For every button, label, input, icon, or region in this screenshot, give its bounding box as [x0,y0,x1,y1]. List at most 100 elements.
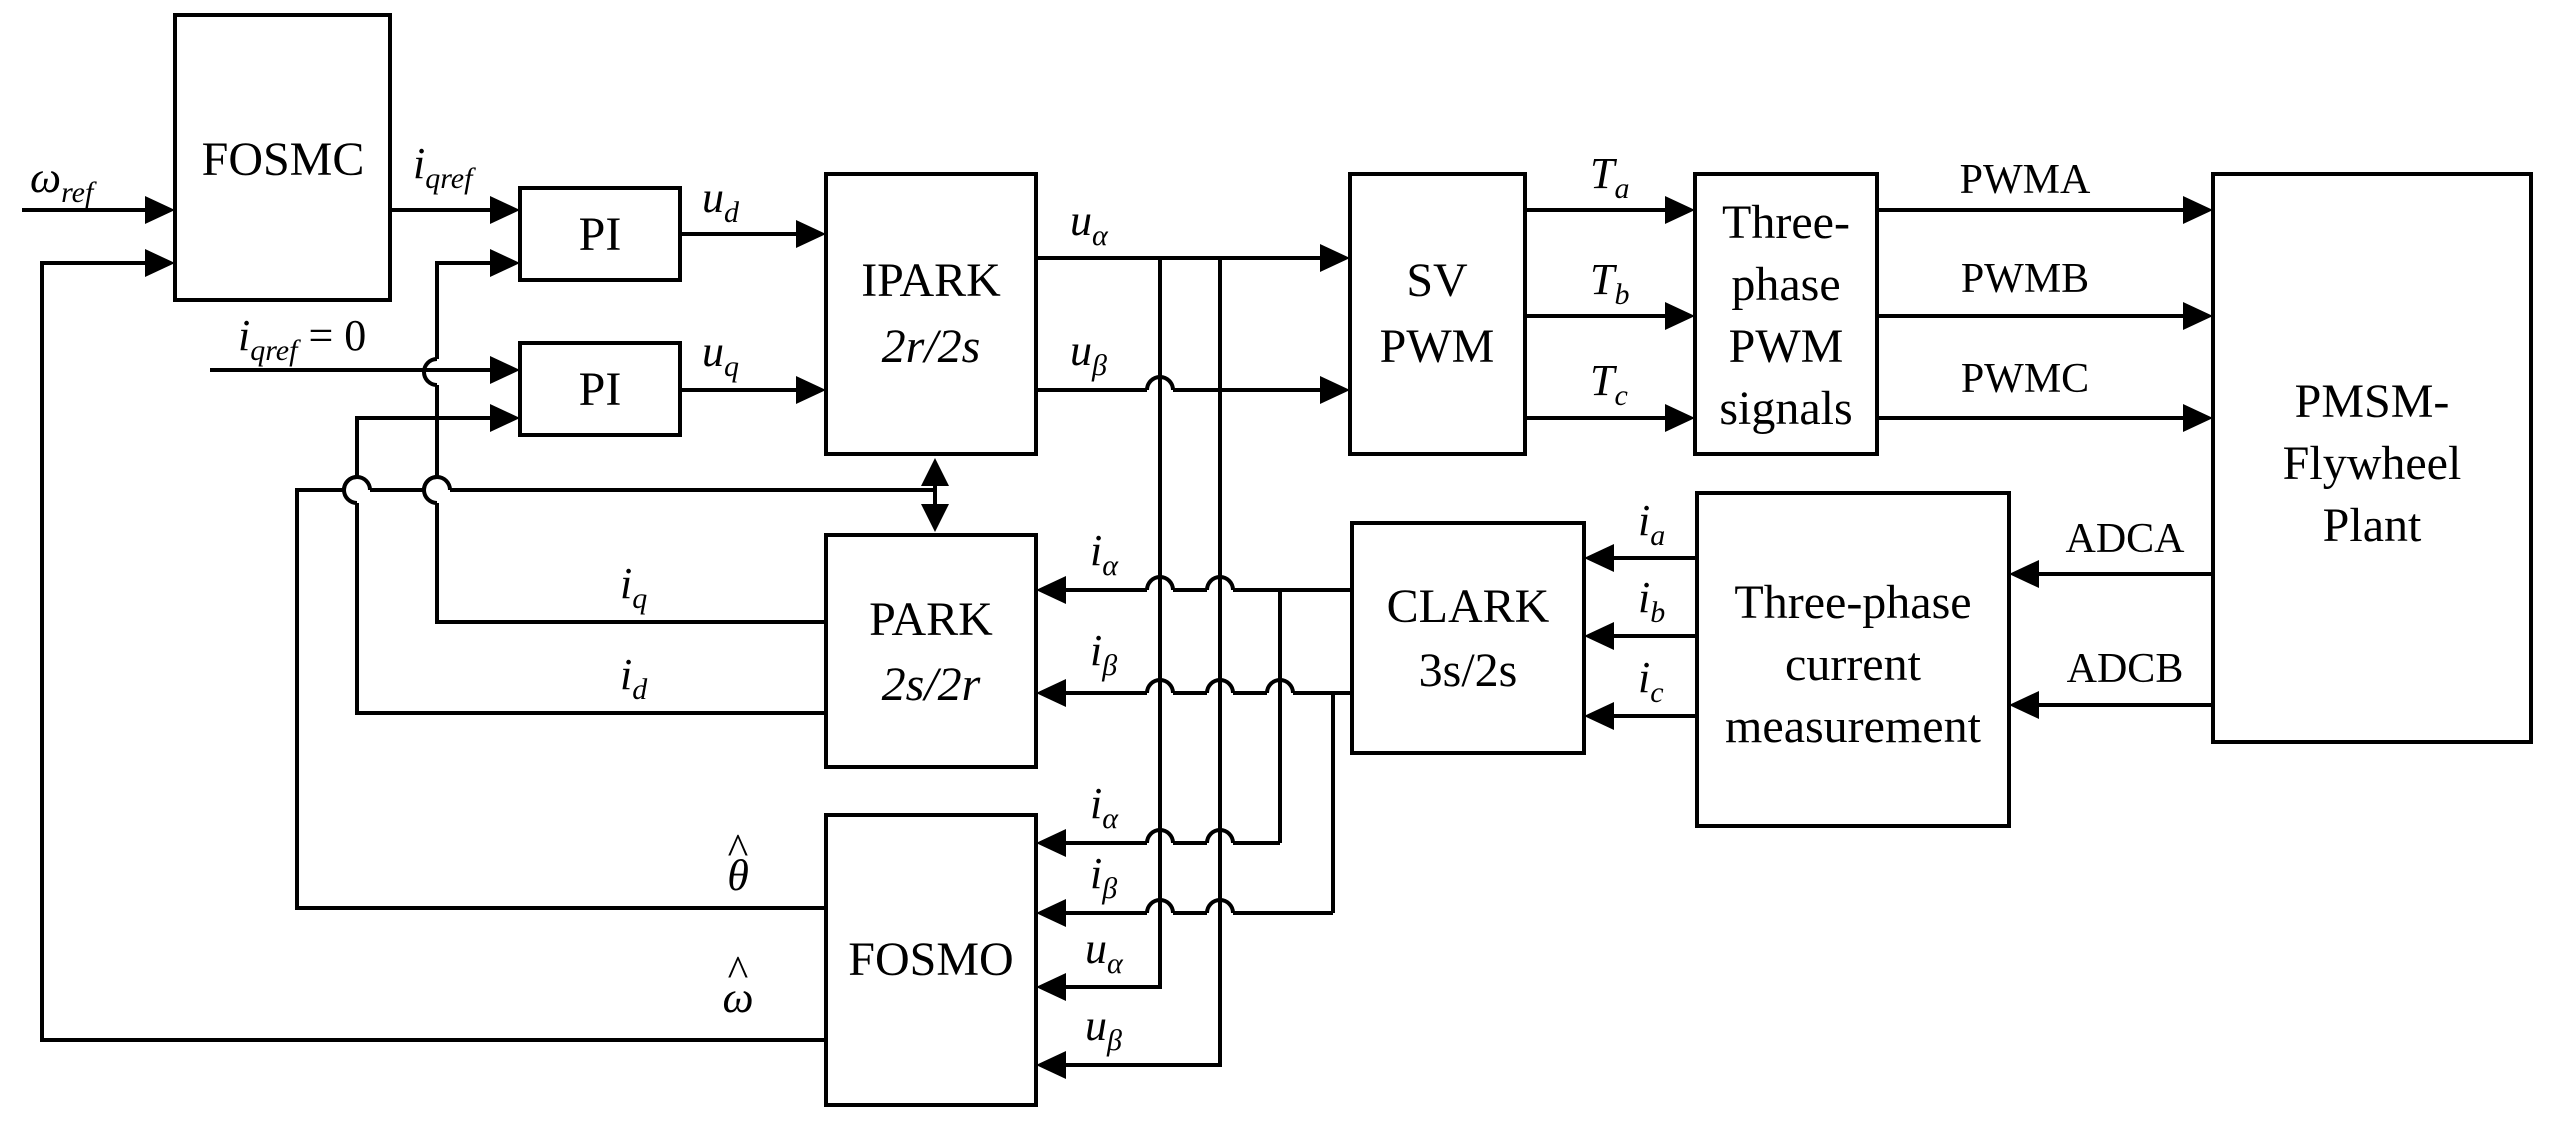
label-u-beta: uβ [1070,326,1107,382]
arrow-ia [1584,544,1614,572]
label-fosmo-u-beta: uβ [1085,1001,1122,1057]
fosmo-block [824,813,1038,1107]
plant-label-2: Flywheel [2283,437,2462,490]
ipark-block [824,172,1038,456]
wire-u-alpha-tap [1056,258,1162,989]
arrow-park-i-beta [1036,679,1066,707]
svpwm-block [1348,172,1527,456]
arrow-fosmo-i-alpha [1036,829,1066,857]
arrow-iqref [490,196,520,224]
label-fosmo-i-beta: iβ [1090,849,1117,905]
current-measurement-label-2: current [1785,638,1922,691]
plant-block [2211,172,2533,744]
label-Tb: Tb [1590,255,1629,311]
arrow-pwma [2183,196,2213,224]
label-pwma: PWMA [1960,157,2091,203]
arrow-link-up [921,458,949,486]
arrow-ud [796,220,826,248]
pi-block-bottom [518,341,682,437]
wire-omega-hat-feedback [40,261,826,1042]
arrow-pwmc [2183,404,2213,432]
wire-i-alpha-hop-1 [1205,575,1235,591]
park-label-1: PARK [869,593,993,646]
wire-i-beta-fosmo-hop-1 [1205,898,1235,914]
wire-iq-feedback-3 [435,261,500,359]
label-pwmc: PWMC [1961,356,2089,402]
arrow-Tc [1665,404,1695,432]
arrow-u-beta [1320,376,1350,404]
arrow-iq-fb [490,249,520,277]
arrow-park-i-alpha [1036,576,1066,604]
wire-id-feedback-2 [355,416,500,477]
arrow-omega-ref [145,196,175,224]
pi-block-top [518,186,682,282]
wire-i-beta-hop-1 [1205,678,1235,694]
omega-hat-accent: ^ [728,947,749,996]
wire-i-alpha-hop-2 [1145,575,1175,591]
label-park-i-alpha: iα [1090,526,1119,582]
park-label-2: 2s/2r [882,658,981,711]
clark-block [1350,521,1586,755]
arrow-Ta [1665,196,1695,224]
label-fosmo-i-alpha: iα [1090,779,1119,835]
wire-i-beta-hop-2 [1145,678,1175,694]
arrow-Tb [1665,302,1695,330]
arrow-uq [796,376,826,404]
label-adca: ADCA [2065,516,2185,562]
wire-u-beta-tap [1056,258,1222,1067]
label-theta-hat: θ [727,851,749,900]
label-Ta: Ta [1590,149,1629,205]
wire-theta-hop-2 [422,475,452,491]
pi-top-label: PI [579,208,622,261]
arrow-omega-hat-in [145,249,175,277]
three-phase-pwm-label-4: signals [1719,382,1852,435]
arrow-fosmo-u-beta [1036,1051,1066,1079]
wires [22,208,2213,1067]
plant-label-1: PMSM- [2295,375,2450,428]
three-phase-pwm-block [1693,172,1879,456]
label-omega-ref: ωref [30,153,97,209]
wire-iq-feedback [435,503,826,624]
wire-i-alpha-fosmo-hop-2 [1145,828,1175,844]
clark-label-2: 3s/2s [1419,644,1518,697]
arrow-pwmb [2183,302,2213,330]
three-phase-pwm-label-2: phase [1731,258,1840,311]
arrow-adcb [2009,691,2039,719]
fosmo-label: FOSMO [848,933,1013,986]
wire-theta-hop-1 [342,475,372,491]
wire-theta-hat [295,488,826,910]
park-block [824,533,1038,769]
label-idref-zero: iqref = 0 [238,311,366,367]
label-ib: ib [1638,573,1665,629]
wire-id-feedback [355,503,826,715]
three-phase-pwm-label-3: PWM [1729,320,1844,373]
arrow-ib [1584,622,1614,650]
plant-label-3: Plant [2323,499,2422,552]
label-u-alpha: uα [1070,196,1109,252]
theta-hat-accent: ^ [728,825,749,874]
wire-i-beta-fosmo-hop-2 [1145,898,1175,914]
pi-bottom-label: PI [579,363,622,416]
label-pwmb: PWMB [1961,256,2089,302]
label-iqref: iqref [413,139,476,195]
svpwm-label-1: SV [1406,254,1468,307]
arrow-ic [1584,702,1614,730]
fosmc-block [173,13,392,302]
arrow-id-fb [490,404,520,432]
label-i-d: id [620,650,648,706]
label-park-i-beta: iβ [1090,626,1117,682]
label-ia: ia [1638,496,1665,552]
arrow-fosmo-i-beta [1036,899,1066,927]
arrow-adca [2009,560,2039,588]
three-phase-pwm-label-1: Three- [1722,196,1850,249]
arrow-u-alpha [1320,244,1350,272]
arrow-idref [490,356,520,384]
label-i-q: iq [620,559,647,615]
current-measurement-label-3: measurement [1725,700,1982,753]
arrow-fosmo-u-alpha [1036,973,1066,1001]
arrowheads [145,196,2213,1079]
label-omega-hat: ω [722,973,753,1022]
current-measurement-label-1: Three-phase [1734,576,1971,629]
label-Tc: Tc [1590,356,1628,412]
